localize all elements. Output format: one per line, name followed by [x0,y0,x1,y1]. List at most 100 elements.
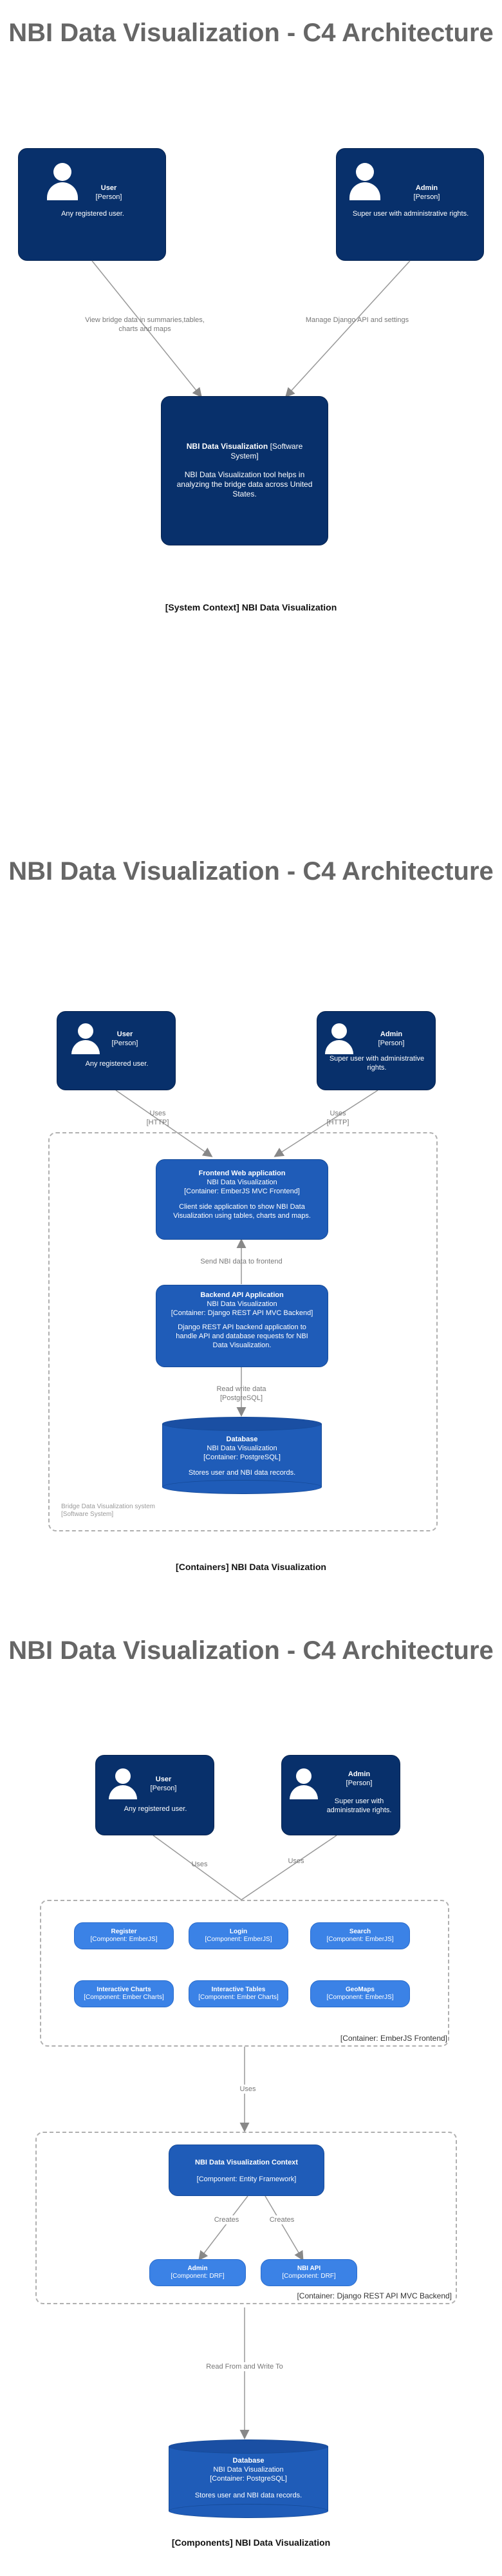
s3-user-person[interactable]: User [Person] Any registered user. [95,1755,214,1835]
person-desc: Any registered user. [61,210,124,218]
component-type: [Component: EmberJS] [326,1994,394,2001]
person-type: [Person] [346,1779,373,1787]
s2-system-boundary [48,1132,438,1531]
db-desc: Stores user and NBI data records. [194,2492,302,2499]
db-type: [Container: PostgreSQL] [203,1454,281,1461]
person-icon-body [290,1785,318,1799]
s2-database[interactable]: Database NBI Data Visualization [Contain… [162,1417,322,1494]
component-name: Interactive Tables [211,1986,266,1993]
person-name: Admin [415,184,438,192]
db-desc: Stores user and NBI data records. [188,1469,296,1477]
component-name: NBI API [297,2265,321,2272]
s2-frontend-container[interactable]: Frontend Web application NBI Data Visual… [156,1159,328,1240]
person-desc: Any registered user. [124,1805,187,1813]
component-name: GeoMaps [345,1986,375,1993]
edge-label: Uses [191,1861,208,1868]
system-desc: NBI Data Visualization tool helps in ana… [176,470,313,498]
container-desc: Client side application to show NBI Data… [173,1203,311,1220]
s2-backend-container[interactable]: Backend API Application NBI Data Visuali… [156,1285,328,1367]
person-desc: Super user with administrative rights. [329,1055,425,1072]
s2-caption: [Containers] NBI Data Visualization [0,1562,502,1572]
edge-label: Manage Django API and settings [305,316,409,324]
person-type: [Person] [95,193,122,201]
component-search[interactable]: Search [Component: EmberJS] [310,1922,410,1949]
person-desc: Super user with administrative rights. [352,210,469,218]
edge-label: View bridge data in summaries,tables, ch… [85,316,205,333]
edge-label: Creates [207,2215,246,2224]
caption-kind: [Components] [171,2537,233,2548]
person-desc: Super user with administrative rights. [326,1797,392,1814]
component-geomaps[interactable]: GeoMaps [Component: EmberJS] [310,1980,410,2007]
component-type: [Component: EmberJS] [90,1936,158,1943]
caption-kind: [Containers] [176,1562,229,1572]
edge-label: Read From and Write To [193,2362,296,2371]
container-name: Backend API Application [200,1291,284,1299]
component-interactive-tables[interactable]: Interactive Tables [Component: Ember Cha… [189,1980,288,2007]
edge-label: Uses [HTTP] [146,1110,169,1126]
person-name: Admin [348,1770,371,1778]
s1-admin-person[interactable]: Admin [Person] Super user with administr… [336,148,484,261]
container-type: [Container: Django REST API MVC Backend] [171,1309,313,1317]
person-type: [Person] [378,1039,405,1047]
person-icon [296,1768,311,1784]
component-type: [Component: DRF] [171,2273,225,2280]
person-icon [331,1023,347,1039]
component-admin[interactable]: Admin [Component: DRF] [149,2259,246,2286]
person-name: User [155,1776,172,1783]
person-type: [Person] [111,1039,138,1047]
component-register[interactable]: Register [Component: EmberJS] [74,1922,174,1949]
component-name: NBI Data Visualization Context [195,2159,298,2166]
person-icon [78,1023,93,1039]
edge-label: Creates [263,2215,301,2224]
person-icon [356,163,374,181]
s1-software-system[interactable]: NBI Data Visualization [Software System]… [161,396,328,545]
person-type: [Person] [150,1785,177,1792]
s2-user-person[interactable]: User [Person] Any registered user. [57,1011,176,1090]
component-name: Login [229,1928,248,1935]
component-name: Admin [187,2265,208,2272]
s3-admin-person[interactable]: Admin [Person] Super user with administr… [281,1755,400,1835]
container-desc: Django REST API backend application to h… [176,1323,308,1349]
s2-admin-person[interactable]: Admin [Person] Super user with administr… [317,1011,436,1090]
component-type: [Component: Ember Charts] [198,1994,279,2001]
component-type: [Component: EmberJS] [326,1936,394,1943]
person-desc: Any registered user. [85,1060,149,1068]
person-type: [Person] [413,193,440,201]
s1-user-person[interactable]: User [Person] Any registered user. [18,148,166,261]
section1-title: NBI Data Visualization - C4 Architecture [8,19,494,47]
caption-kind: [System Context] [165,602,239,612]
component-interactive-charts[interactable]: Interactive Charts [Component: Ember Cha… [74,1980,174,2007]
person-name: User [116,1030,133,1038]
component-name: Search [349,1928,371,1935]
component-login[interactable]: Login [Component: EmberJS] [189,1922,288,1949]
caption-name: NBI Data Visualization [231,1562,326,1572]
component-type: [Component: DRF] [282,2273,336,2280]
person-icon [53,163,71,181]
caption-name: NBI Data Visualization [235,2537,331,2548]
edge-label: Send NBI data to frontend [200,1258,283,1265]
section2-title: NBI Data Visualization - C4 Architecture [8,857,494,886]
boundary-label: [Container: EmberJS Frontend] [340,2034,447,2043]
container-type: [Container: EmberJS MVC Frontend] [184,1188,300,1195]
component-type: [Component: Ember Charts] [84,1994,164,2001]
edge-label: Uses [288,1857,304,1865]
s3-database[interactable]: Database NBI Data Visualization [Contain… [169,2439,328,2518]
s1-caption: [System Context] NBI Data Visualization [0,602,502,612]
component-type: [Component: Entity Framework] [196,2175,297,2183]
system-name: NBI Data Visualization [186,442,268,451]
s3-frontend-boundary [40,1900,449,2047]
edge-label: Read write data [PostgreSQL] [216,1385,266,1402]
db-type: [Container: PostgreSQL] [210,2475,287,2483]
component-context[interactable]: NBI Data Visualization Context [Componen… [169,2145,324,2196]
s3-backend-boundary [35,2132,457,2304]
system-type: [Software System] [230,442,303,460]
component-nbi-api[interactable]: NBI API [Component: DRF] [261,2259,357,2286]
boundary-label: [Container: Django REST API MVC Backend] [297,2291,452,2300]
container-sub: NBI Data Visualization [207,1179,277,1186]
person-name: User [100,184,117,192]
container-name: Frontend Web application [198,1170,286,1177]
caption-name: NBI Data Visualization [241,602,337,612]
s3-caption: [Components] NBI Data Visualization [0,2537,502,2548]
edge-label: Uses [232,2085,264,2094]
